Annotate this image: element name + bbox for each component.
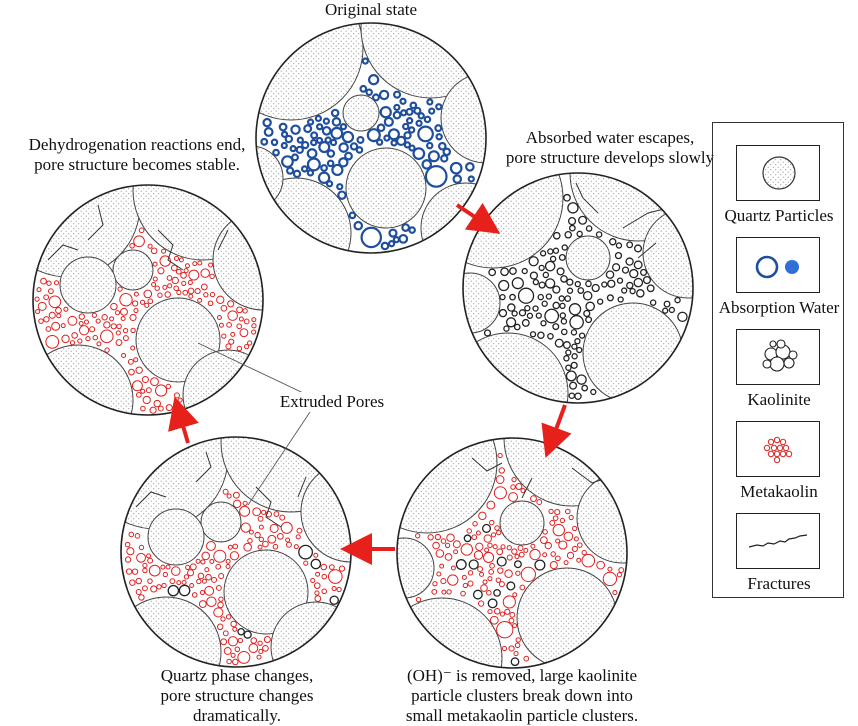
legend-label-fractures: Fractures xyxy=(747,574,811,593)
legend-label-quartz: Quartz Particles xyxy=(724,206,834,225)
circle-quartz-phase xyxy=(120,436,352,668)
metakaolin-icon xyxy=(736,421,820,477)
quartz-particle-icon xyxy=(736,145,820,201)
label-oh-line-3: small metakaolin particle clusters. xyxy=(405,706,639,725)
label-original-state: Original state xyxy=(324,0,418,19)
label-quartz-line-2: pore structure changes xyxy=(160,686,314,705)
label-quartz-phase: Quartz phase changes, pore structure cha… xyxy=(122,666,352,726)
legend-label-kaolinite: Kaolinite xyxy=(747,390,811,409)
extruded-pores-leader-2 xyxy=(247,399,319,506)
label-dehydrogenation-line-2: pore structure becomes stable. xyxy=(34,155,240,174)
extruded-pores-leader-1 xyxy=(197,342,319,401)
label-quartz-line-3: dramatically. xyxy=(192,706,282,725)
arrow-quartz-to-dehydrogenation xyxy=(168,396,199,444)
label-extruded-pores: Extruded Pores xyxy=(262,392,402,412)
label-dehydrogenation-line-1: Dehydrogenation reactions end, xyxy=(28,135,246,154)
label-absorbed-water: Absorbed water escapes, pore structure d… xyxy=(490,128,730,168)
label-absorbed-line-2: pore structure develops slowly xyxy=(505,148,715,167)
label-oh-line-1: (OH)⁻ is removed, large kaolinite xyxy=(406,666,638,685)
legend-label-metakaolin: Metakaolin xyxy=(740,482,818,501)
legend: Quartz Particles Absorption Water Kaolin… xyxy=(712,122,844,598)
kaolinite-icon xyxy=(736,329,820,385)
legend-label-absorption-water: Absorption Water xyxy=(718,298,840,317)
label-oh-line-2: particle clusters break down into xyxy=(411,686,633,705)
arrow-absorbed-to-oh xyxy=(541,404,572,459)
arrow-original-to-absorbed xyxy=(455,202,501,234)
label-quartz-line-1: Quartz phase changes, xyxy=(160,666,314,685)
absorption-water-icon xyxy=(736,237,820,293)
fracture-icon xyxy=(736,513,820,569)
label-oh-removed: (OH)⁻ is removed, large kaolinite partic… xyxy=(382,666,662,726)
label-absorbed-line-1: Absorbed water escapes, xyxy=(525,128,695,147)
label-dehydrogenation: Dehydrogenation reactions end, pore stru… xyxy=(2,135,272,175)
